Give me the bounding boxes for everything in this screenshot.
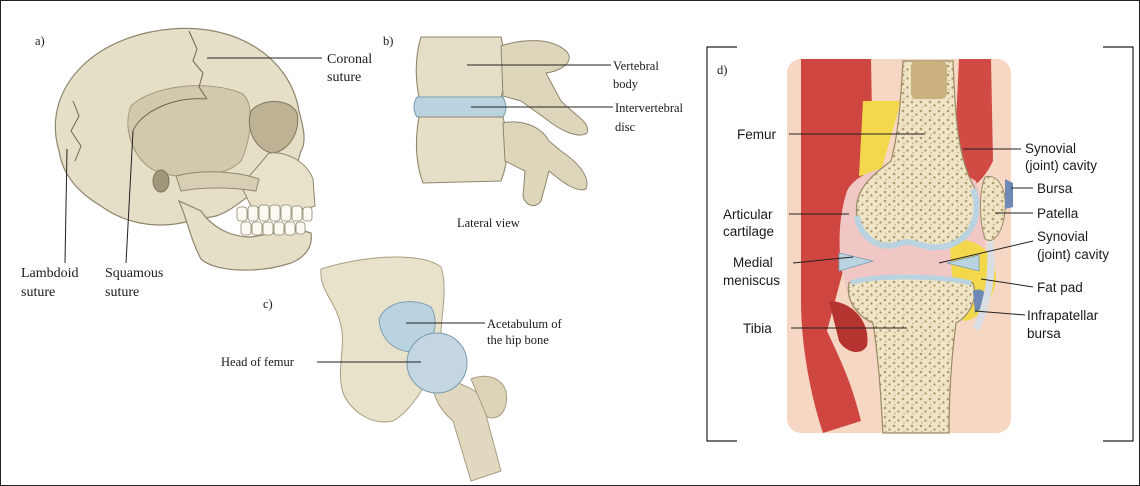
femur-marrow [911, 61, 947, 99]
label-articular-2: cartilage [723, 224, 774, 239]
label-synovial-mid-2: (joint) cavity [1037, 247, 1109, 262]
label-coronal-1: Coronal [327, 52, 372, 67]
label-lambdoid-1: Lambdoid [21, 266, 79, 281]
label-acetabulum-2: the hip bone [487, 333, 549, 347]
label-infrapatellar-1: Infrapatellar [1027, 308, 1099, 323]
hip-illustration [321, 257, 507, 481]
upper-vertebra-processes [501, 41, 588, 135]
label-squamous-1: Squamous [105, 266, 163, 281]
knee-bursa-shape [1005, 179, 1013, 209]
femoral-head [407, 333, 467, 393]
label-medial-1: Medial [733, 255, 773, 270]
label-synovial-mid-1: Synovial [1037, 229, 1088, 244]
skull-teeth [237, 205, 312, 235]
label-patella: Patella [1037, 206, 1079, 221]
label-head-of-femur: Head of femur [221, 355, 295, 369]
panel-a-letter: a) [35, 34, 45, 48]
label-medial-2: meniscus [723, 273, 780, 288]
label-fat-pad: Fat pad [1037, 280, 1083, 295]
label-infrapatellar-2: bursa [1027, 326, 1061, 341]
label-synovial-top-1: Synovial [1025, 141, 1076, 156]
panel-b-letter: b) [383, 34, 393, 48]
label-articular-1: Articular [723, 207, 773, 222]
label-intervertebral-2: disc [615, 120, 636, 134]
label-acetabulum-1: Acetabulum of [487, 317, 562, 331]
label-coronal-2: suture [327, 70, 361, 85]
skull-ear-canal [153, 170, 169, 192]
lower-vertebral-body [416, 117, 507, 183]
label-tibia: Tibia [743, 321, 772, 336]
vertebrae-illustration [414, 37, 588, 206]
label-bursa: Bursa [1037, 181, 1073, 196]
label-squamous-2: suture [105, 285, 139, 300]
label-intervertebral-1: Intervertebral [615, 101, 684, 115]
label-vertebral-2: body [613, 77, 639, 91]
knee-illustration [787, 59, 1013, 433]
panel-c-letter: c) [263, 297, 273, 311]
label-femur: Femur [737, 127, 777, 142]
label-synovial-top-2: (joint) cavity [1025, 158, 1097, 173]
label-vertebral-1: Vertebral [613, 59, 659, 73]
label-lambdoid-2: suture [21, 285, 55, 300]
panel-d-letter: d) [717, 63, 727, 77]
label-lateral-view: Lateral view [457, 216, 520, 230]
skull-illustration [55, 28, 315, 270]
upper-vertebral-body [416, 37, 505, 97]
